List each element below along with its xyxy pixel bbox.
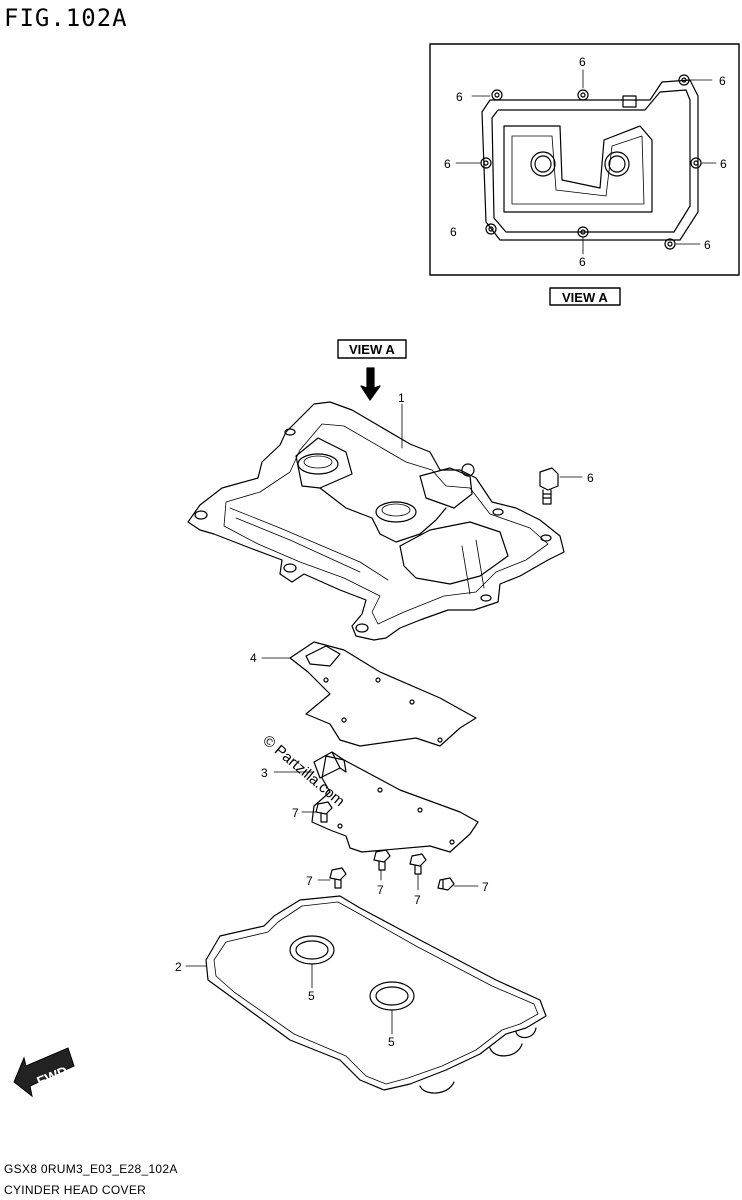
callout-bolt-7: 7 [377,883,384,897]
inset-callout: 6 [704,238,711,252]
callout-bolt-6: 6 [587,471,594,485]
callout-plate-gasket: 4 [250,651,257,665]
view-a-arrow-label-box [337,339,407,359]
figure-name: CYINDER HEAD COVER [4,1183,147,1197]
view-a-cover-outline [480,74,702,250]
view-a-leaders [455,69,717,255]
head-cover-gasket [205,895,547,1094]
leaders-bolt-7 [301,811,479,891]
cover-bolt [539,467,559,505]
inset-callout: 6 [450,225,457,239]
view-a-arrow-icon [360,367,381,401]
plug-seal-lower [369,981,415,1011]
callout-seal: 5 [308,989,315,1003]
callout-bolt-7: 7 [292,806,299,820]
view-a-inset-label: VIEW A [562,290,608,305]
inset-callout: 6 [444,157,451,171]
plug-seal-upper [289,935,335,965]
breather-plate [311,751,479,853]
cylinder-head-cover [187,401,565,641]
inset-callout: 6 [720,157,727,171]
fwd-arrow-icon: FWD [13,1047,75,1098]
callout-seal: 5 [388,1035,395,1049]
plate-gasket [289,641,477,747]
figure-code: GSX8 0RUM3_E03_E28_102A [4,1162,178,1176]
inset-callout: 6 [719,74,726,88]
view-a-inset-frame [429,43,740,276]
callout-cover: 1 [398,391,405,405]
inset-callout: 6 [579,55,586,69]
inset-callout: 6 [579,255,586,269]
view-a-inset-label-box [549,287,621,306]
view-a-arrow-label: VIEW A [349,342,395,357]
callout-bolt-7: 7 [414,893,421,907]
inset-callout: 6 [456,90,463,104]
callout-bolt-7: 7 [306,874,313,888]
plate-bolts [315,801,455,891]
figure-title: FIG.102A [4,4,128,32]
callout-bolt-7: 7 [482,880,489,894]
callout-gasket: 2 [175,960,182,974]
callout-breather-plate: 3 [261,766,268,780]
